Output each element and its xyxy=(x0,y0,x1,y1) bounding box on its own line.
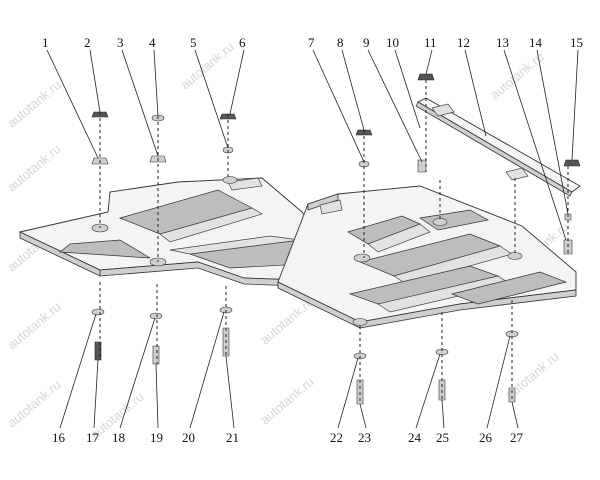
callout-5: 5 xyxy=(190,35,197,50)
callout-21: 21 xyxy=(226,430,239,445)
watermark: autotank.ru xyxy=(4,377,63,430)
callout-15: 15 xyxy=(570,35,583,50)
callout-22: 22 xyxy=(330,430,343,445)
bottom-fasteners xyxy=(91,306,519,405)
callout-19: 19 xyxy=(150,430,163,445)
crossmember-bar xyxy=(415,97,581,197)
callout-9: 9 xyxy=(363,35,370,50)
callout-27: 27 xyxy=(510,430,524,445)
callout-12: 12 xyxy=(457,35,470,50)
callout-3: 3 xyxy=(117,35,124,50)
callout-14: 14 xyxy=(529,35,543,50)
callout-25: 25 xyxy=(436,430,449,445)
callout-labels-bottom: 16 17 18 19 20 21 22 23 24 25 26 27 xyxy=(52,430,524,445)
leader-lines xyxy=(46,49,579,429)
callout-17: 17 xyxy=(86,430,100,445)
callout-7: 7 xyxy=(308,35,315,50)
watermark: autotank.ru xyxy=(177,39,236,92)
watermark: autotank.ru xyxy=(487,49,546,102)
callout-16: 16 xyxy=(52,430,66,445)
callout-6: 6 xyxy=(239,35,246,50)
callout-2: 2 xyxy=(84,35,91,50)
callout-18: 18 xyxy=(112,430,125,445)
callout-24: 24 xyxy=(408,430,422,445)
callout-26: 26 xyxy=(479,430,493,445)
right-skid-plate xyxy=(277,185,577,329)
watermark: autotank.ru xyxy=(4,141,63,194)
callout-13: 13 xyxy=(496,35,509,50)
watermark: autotank.ru xyxy=(257,374,316,427)
watermark: autotank.ru xyxy=(4,299,63,352)
callout-1: 1 xyxy=(42,35,49,50)
callout-10: 10 xyxy=(386,35,399,50)
watermark: autotank.ru xyxy=(4,77,63,130)
callout-4: 4 xyxy=(149,35,156,50)
callout-23: 23 xyxy=(358,430,371,445)
callout-8: 8 xyxy=(337,35,344,50)
callout-labels-top: 1 2 3 4 5 6 7 8 9 10 11 12 13 14 15 xyxy=(42,35,583,50)
callout-11: 11 xyxy=(424,35,437,50)
callout-20: 20 xyxy=(182,430,195,445)
